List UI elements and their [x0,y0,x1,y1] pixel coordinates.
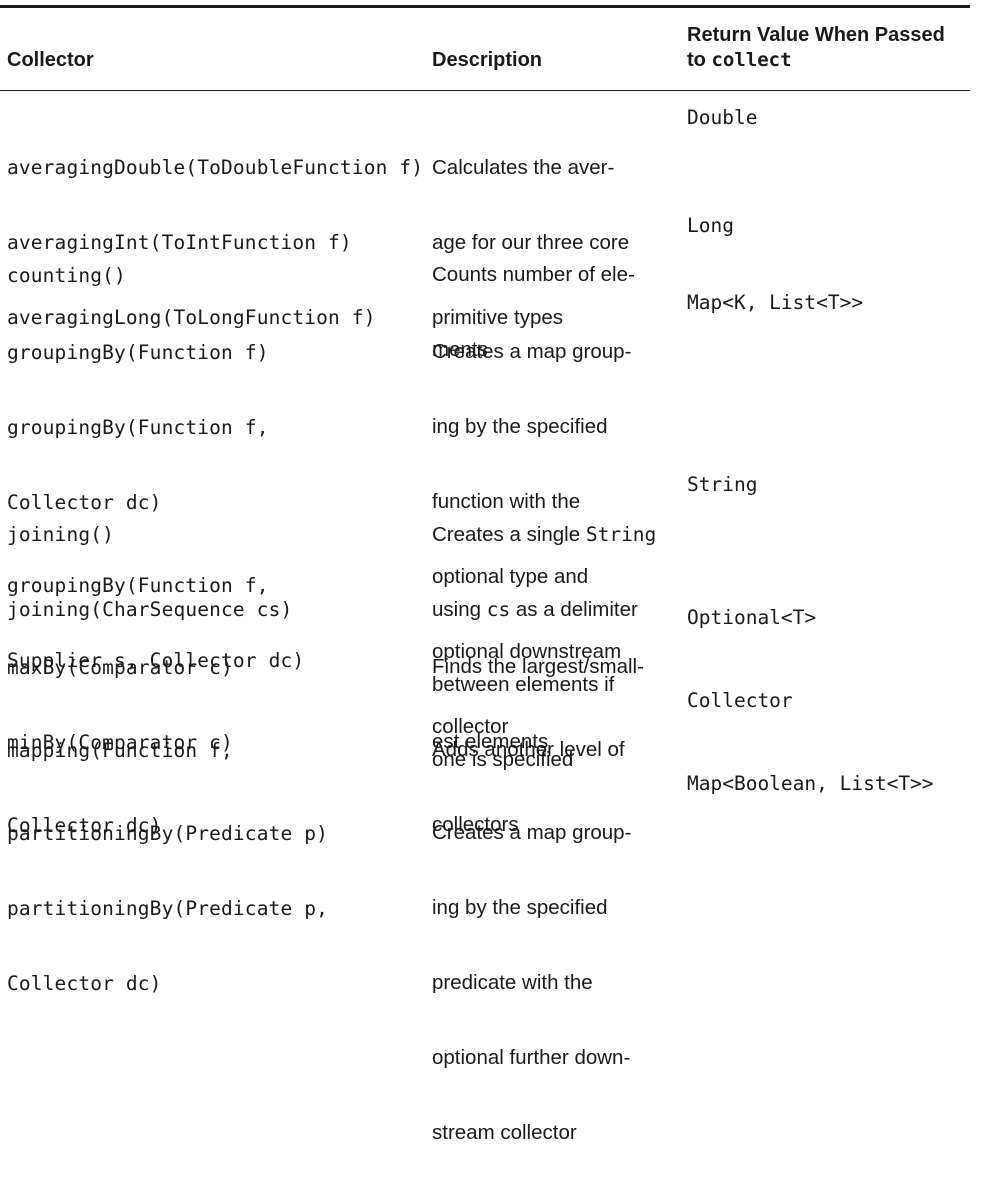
description-line: Creates a single String [432,522,682,547]
collector-line: groupingBy(Function f, [7,416,269,439]
header-return-code: collect [711,49,792,71]
row-maxby-return: Optional<T> [687,606,817,629]
header-return-line1: Return Value When Passed [687,24,945,46]
collector-line: Collector dc) [7,491,162,514]
description-text: using [432,598,487,621]
description-text: as a delimiter [510,598,638,621]
top-rule [0,5,970,8]
description-line: optional further down- [432,1046,631,1069]
row-maxby-description: Finds the largest/small- est elements [432,604,682,804]
collector-line: counting() [7,264,126,287]
collector-line: Collector dc) [7,814,162,837]
row-joining-return: String [687,473,758,496]
row-mapping-description: Adds another level of collectors [432,687,682,887]
header-return-line2: to collect [687,48,945,73]
description-line: est elements [432,730,549,753]
description-line: predicate with the [432,971,593,994]
row-partitioningby-collector: partitioningBy(Predicate p) partitioning… [7,771,328,1046]
collector-line: Supplier s, Collector dc) [7,649,305,672]
description-line: Counts number of ele- [432,263,635,286]
description-line: Calculates the aver- [432,156,615,179]
collector-line: averagingLong(ToLongFunction f) [7,306,376,329]
description-line: Finds the largest/small- [432,655,644,678]
row-averaging-return: Double [687,106,758,129]
description-line: ments [432,338,488,361]
row-joining-description: Creates a single String using cs as a de… [432,472,682,822]
collector-line: joining() [7,523,115,546]
header-rule [0,90,970,91]
header-description: Description [432,49,543,71]
row-groupingby-description: Creates a map group- ing by the specifie… [432,289,682,789]
collector-line: maxBy(Comparator c) [7,656,233,679]
description-line: Adds another level of [432,738,625,761]
header-collector: Collector [7,49,94,71]
collector-line: mapping(Function f, [7,739,233,762]
collector-line: groupingBy(Function f, [7,574,269,597]
description-line: between elements if [432,673,615,696]
description-line: using cs as a delimiter [432,597,682,622]
description-line: optional downstream [432,640,622,663]
description-line: optional type and [432,565,589,588]
description-line: one is specified [432,748,574,771]
collector-line: partitioningBy(Predicate p, [7,897,329,920]
row-partitioningby-return: Map<Boolean, List<T>> [687,772,934,795]
row-counting-description: Counts number of ele- ments [432,212,682,412]
row-counting-return: Long [687,214,734,237]
description-line: collector [432,715,509,738]
collector-line: joining(CharSequence cs) [7,598,293,621]
description-line: Creates a map group- [432,340,632,363]
row-groupingby-return: Map<K, List<T>> [687,291,864,314]
description-line: function with the [432,490,581,513]
row-groupingby-collector: groupingBy(Function f) groupingBy(Functi… [7,290,304,723]
description-code: String [585,523,657,546]
collector-line: minBy(Comparator c) [7,731,233,754]
description-line: Creates a map group- [432,821,632,844]
description-line: primitive types [432,306,564,329]
description-line: collectors [432,813,519,836]
row-mapping-collector: mapping(Function f, Collector dc) [7,688,233,888]
row-counting-collector: counting() [7,213,126,338]
collector-line: averagingInt(ToIntFunction f) [7,231,352,254]
row-maxby-collector: maxBy(Comparator c) minBy(Comparator c) [7,605,233,805]
header-return-value: Return Value When Passed to collect [687,23,945,73]
row-joining-collector: joining() joining(CharSequence cs) [7,472,292,672]
header-return-prefix: to [687,49,706,71]
description-line: ing by the specified [432,415,608,438]
collector-line: averagingDouble(ToDoubleFunction f) [7,156,424,179]
description-line: age for our three core [432,231,630,254]
row-mapping-return: Collector [687,689,793,712]
row-partitioningby-description: Creates a map group- ing by the specifie… [432,770,682,1195]
description-text: Creates a single [432,523,586,546]
row-averaging-collector: averagingDouble(ToDoubleFunction f) aver… [7,105,423,380]
collector-line: partitioningBy(Predicate p) [7,822,329,845]
collector-line: groupingBy(Function f) [7,341,269,364]
collector-line: Collector dc) [7,972,162,995]
row-averaging-description: Calculates the aver- age for our three c… [432,105,682,380]
description-line: ing by the specified [432,896,608,919]
description-code: cs [486,598,511,621]
description-line: stream collector [432,1121,577,1144]
